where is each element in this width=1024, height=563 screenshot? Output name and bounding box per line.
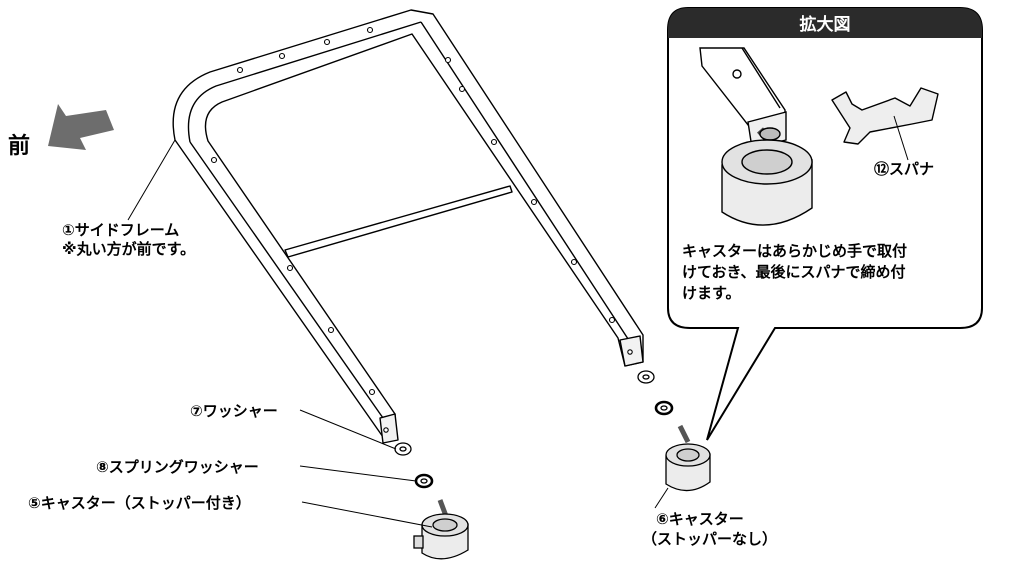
label-spring-washer: ⑧スプリングワッシャー bbox=[96, 458, 259, 476]
label-side-frame: ①サイドフレーム bbox=[62, 221, 180, 239]
label-caster-plain: ⑥キャスター bbox=[656, 510, 744, 528]
caster-plain bbox=[665, 443, 711, 492]
zoom-note-line: けておき、最後にスパナで締め付 bbox=[682, 263, 906, 281]
zoom-note-line: けます。 bbox=[682, 284, 741, 302]
zoom-note: キャスターはあらかじめ手で取付 けておき、最後にスパナで締め付 けます。 bbox=[682, 241, 982, 304]
front-label: 前 bbox=[8, 134, 31, 159]
wrench-icon bbox=[831, 87, 939, 145]
right-caster-assembly bbox=[637, 370, 711, 492]
label-washer: ⑦ワッシャー bbox=[190, 402, 278, 420]
leader-lines bbox=[127, 139, 669, 528]
label-side-frame-note: ※丸い方が前です。 bbox=[62, 240, 196, 258]
zoom-note-line: キャスターはあらかじめ手で取付 bbox=[682, 242, 908, 260]
side-frame bbox=[172, 9, 644, 444]
zoom-title: 拡大図 bbox=[799, 15, 851, 35]
left-caster-assembly bbox=[394, 442, 469, 560]
label-caster-stopper: ⑤キャスター（ストッパー付き） bbox=[28, 494, 251, 512]
caster-stopper bbox=[413, 513, 469, 560]
label-caster-plain-sub: （ストッパーなし） bbox=[642, 530, 778, 548]
wrench-label: ⑫スパナ bbox=[874, 160, 935, 178]
zoom-callout bbox=[667, 7, 983, 441]
front-arrow-icon bbox=[48, 104, 114, 150]
